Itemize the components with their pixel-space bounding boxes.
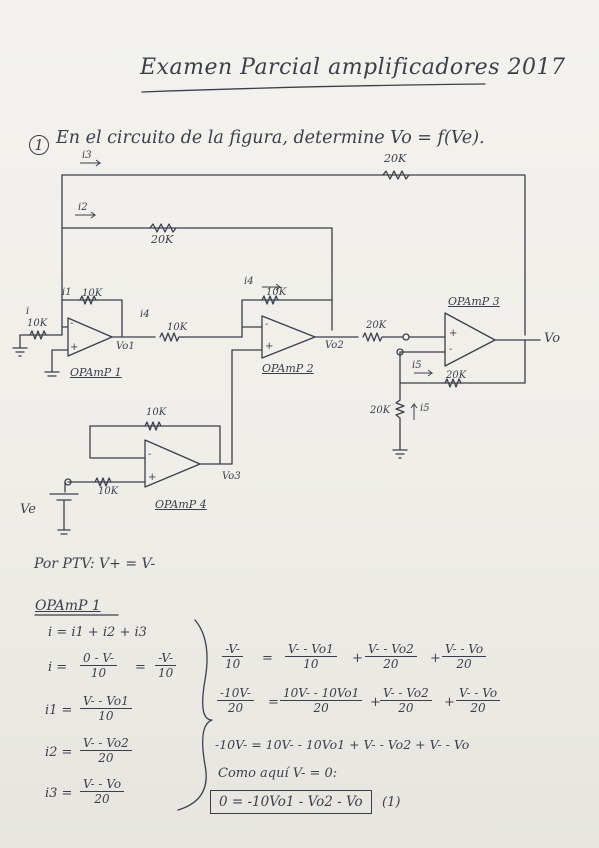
line1-eq: = <box>262 651 273 666</box>
solution-intro: Por PTV: V+ = V- <box>34 556 156 572</box>
resistor-in-label: 10K <box>27 318 48 329</box>
opamp-2-minus: - <box>265 319 269 330</box>
line1-a: -V-10 <box>222 642 244 671</box>
opamp-1-label: OPAmP 1 <box>70 366 122 379</box>
resistor-fb3 <box>444 378 462 388</box>
kcl-equation: i = i1 + i2 + i3 <box>48 625 147 640</box>
opamp-1-minus: - <box>70 318 74 329</box>
node-vo1: Vo1 <box>116 341 135 352</box>
question-text: En el circuito de la figura, determine V… <box>56 128 485 148</box>
resistor-s3 <box>362 332 403 342</box>
opamp-2-plus: + <box>265 341 274 352</box>
node-vo2: Vo2 <box>325 340 344 351</box>
resistor-in4 <box>94 477 112 487</box>
page-title: Examen Parcial amplificadores 2017 <box>140 55 566 80</box>
node-vo: Vo <box>544 331 561 346</box>
opamp-2 <box>261 315 316 359</box>
resistor-s1 <box>159 332 243 342</box>
opamp-3-minus: - <box>449 344 453 355</box>
resistor-top-label: 20K <box>384 152 407 165</box>
current-i3-label: i3 <box>82 150 92 161</box>
resistor-fb4-label: 10K <box>146 407 167 418</box>
opamp-3 <box>444 312 496 367</box>
resistor-fb3-label: 20K <box>446 370 467 381</box>
opamp-3-plus: + <box>449 328 458 339</box>
question-number: 1 <box>29 135 49 155</box>
current-i4b-label: i4 <box>244 276 254 287</box>
resistor-s1-label: 10K <box>167 322 188 333</box>
line2-eq: = <box>268 695 279 710</box>
line2-plus1: + <box>370 695 381 710</box>
opamp-2-label: OPAmP 2 <box>262 362 314 375</box>
i-eq-frac1: 0 - V-10 <box>80 651 117 680</box>
node-vo3: Vo3 <box>222 471 241 482</box>
opamp-4-minus: - <box>148 449 152 460</box>
resistor-fb4 <box>144 421 162 431</box>
resistor-mid <box>149 223 177 233</box>
line4: Como aquí V- = 0: <box>218 766 338 781</box>
line2-plus2: + <box>444 695 455 710</box>
resistor-fb1 <box>79 295 97 305</box>
opamp-3-label: OPAmP 3 <box>448 295 500 308</box>
i2-eq-lhs: i2 = <box>45 745 73 760</box>
opamp-4-plus: + <box>148 472 157 483</box>
i1-eq-lhs: i1 = <box>45 703 73 718</box>
i-eq-lhs: i = <box>48 660 68 675</box>
line3: -10V- = 10V- - 10Vo1 + V- - Vo2 + V- - V… <box>215 737 470 752</box>
current-i5-label: i5 <box>412 360 422 371</box>
opamp-1 <box>67 317 113 357</box>
current-i5b-label: i5 <box>420 403 430 414</box>
opamp-4-label: OPAmP 4 <box>155 498 207 511</box>
i3-eq-lhs: i3 = <box>45 786 73 801</box>
resistor-gnd3 <box>392 399 408 459</box>
resistor-s3-label: 20K <box>366 320 387 331</box>
line2-a: -10V-20 <box>217 686 254 715</box>
resistor-mid-label: 20K <box>151 233 174 246</box>
i-eq-eq: = <box>135 660 146 675</box>
opamp-4 <box>144 439 201 488</box>
line1-plus1: + <box>352 651 363 666</box>
result-tag: (1) <box>382 795 401 810</box>
current-i2-label: i2 <box>78 202 88 213</box>
section-title: OPAmP 1 <box>35 598 101 614</box>
resistor-in <box>29 330 47 340</box>
resistor-gnd3-label: 20K <box>370 405 391 416</box>
resistor-fb2 <box>261 295 279 305</box>
resistor-fb1-label: 10K <box>82 288 103 299</box>
line1-plus2: + <box>430 651 441 666</box>
node-ve: Ve <box>20 502 36 517</box>
current-i-label: i <box>26 306 30 317</box>
result-box: 0 = -10Vo1 - Vo2 - Vo <box>210 790 372 814</box>
opamp-1-plus: + <box>70 342 79 353</box>
current-i1-label: i1 <box>62 287 72 298</box>
resistor-in4-label: 10K <box>98 486 119 497</box>
resistor-top <box>382 170 410 180</box>
i-eq-frac2: -V-10 <box>155 651 177 680</box>
resistor-fb2-label: 10K <box>266 287 287 298</box>
current-i4-label: i4 <box>140 309 150 320</box>
